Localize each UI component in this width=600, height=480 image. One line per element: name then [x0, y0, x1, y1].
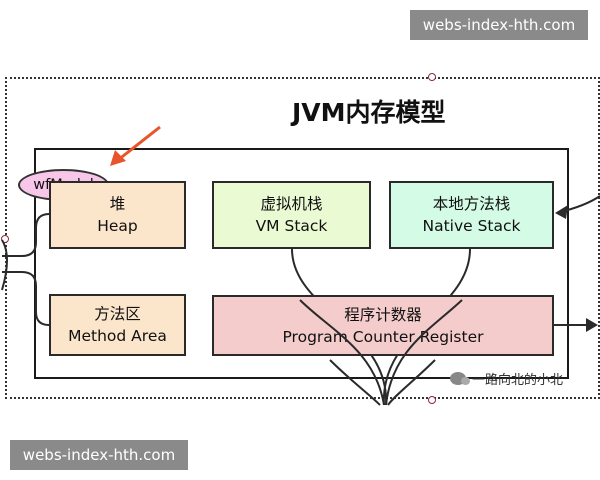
native-stack-block[interactable]: 本地方法栈 Native Stack — [389, 181, 554, 249]
author-credit: 一路向北的小北 — [450, 367, 600, 389]
author-credit-text: 一路向北的小北 — [472, 372, 564, 388]
vm-stack-label-cn: 虚拟机栈 — [260, 195, 323, 213]
method-area-label-cn: 方法区 — [94, 305, 141, 323]
diagram-title: JVM内存模型 — [292, 98, 446, 127]
vm-stack-block[interactable]: 虚拟机栈 VM Stack — [212, 181, 371, 249]
native-stack-label-en: Native Stack — [422, 217, 521, 235]
method-area-label-en: Method Area — [68, 327, 167, 345]
wechat-icon — [450, 371, 470, 385]
frame-handle-left[interactable] — [1, 235, 9, 243]
method-area-block[interactable]: 方法区 Method Area — [49, 294, 186, 356]
pc-register-label-cn: 程序计数器 — [344, 305, 422, 324]
vm-stack-label-en: VM Stack — [255, 217, 328, 235]
native-stack-label-cn: 本地方法栈 — [432, 195, 511, 213]
pc-register-block[interactable]: 程序计数器 Program Counter Register — [212, 295, 554, 356]
heap-label-en: Heap — [97, 217, 138, 235]
pc-register-label-en: Program Counter Register — [282, 327, 484, 346]
heap-label-cn: 堆 — [109, 195, 126, 213]
heap-block[interactable]: 堆 Heap — [49, 181, 186, 249]
watermark-bottom: webs-index-hth.com — [10, 440, 188, 470]
frame-handle-top[interactable] — [428, 73, 436, 81]
watermark-top: webs-index-hth.com — [410, 10, 588, 40]
